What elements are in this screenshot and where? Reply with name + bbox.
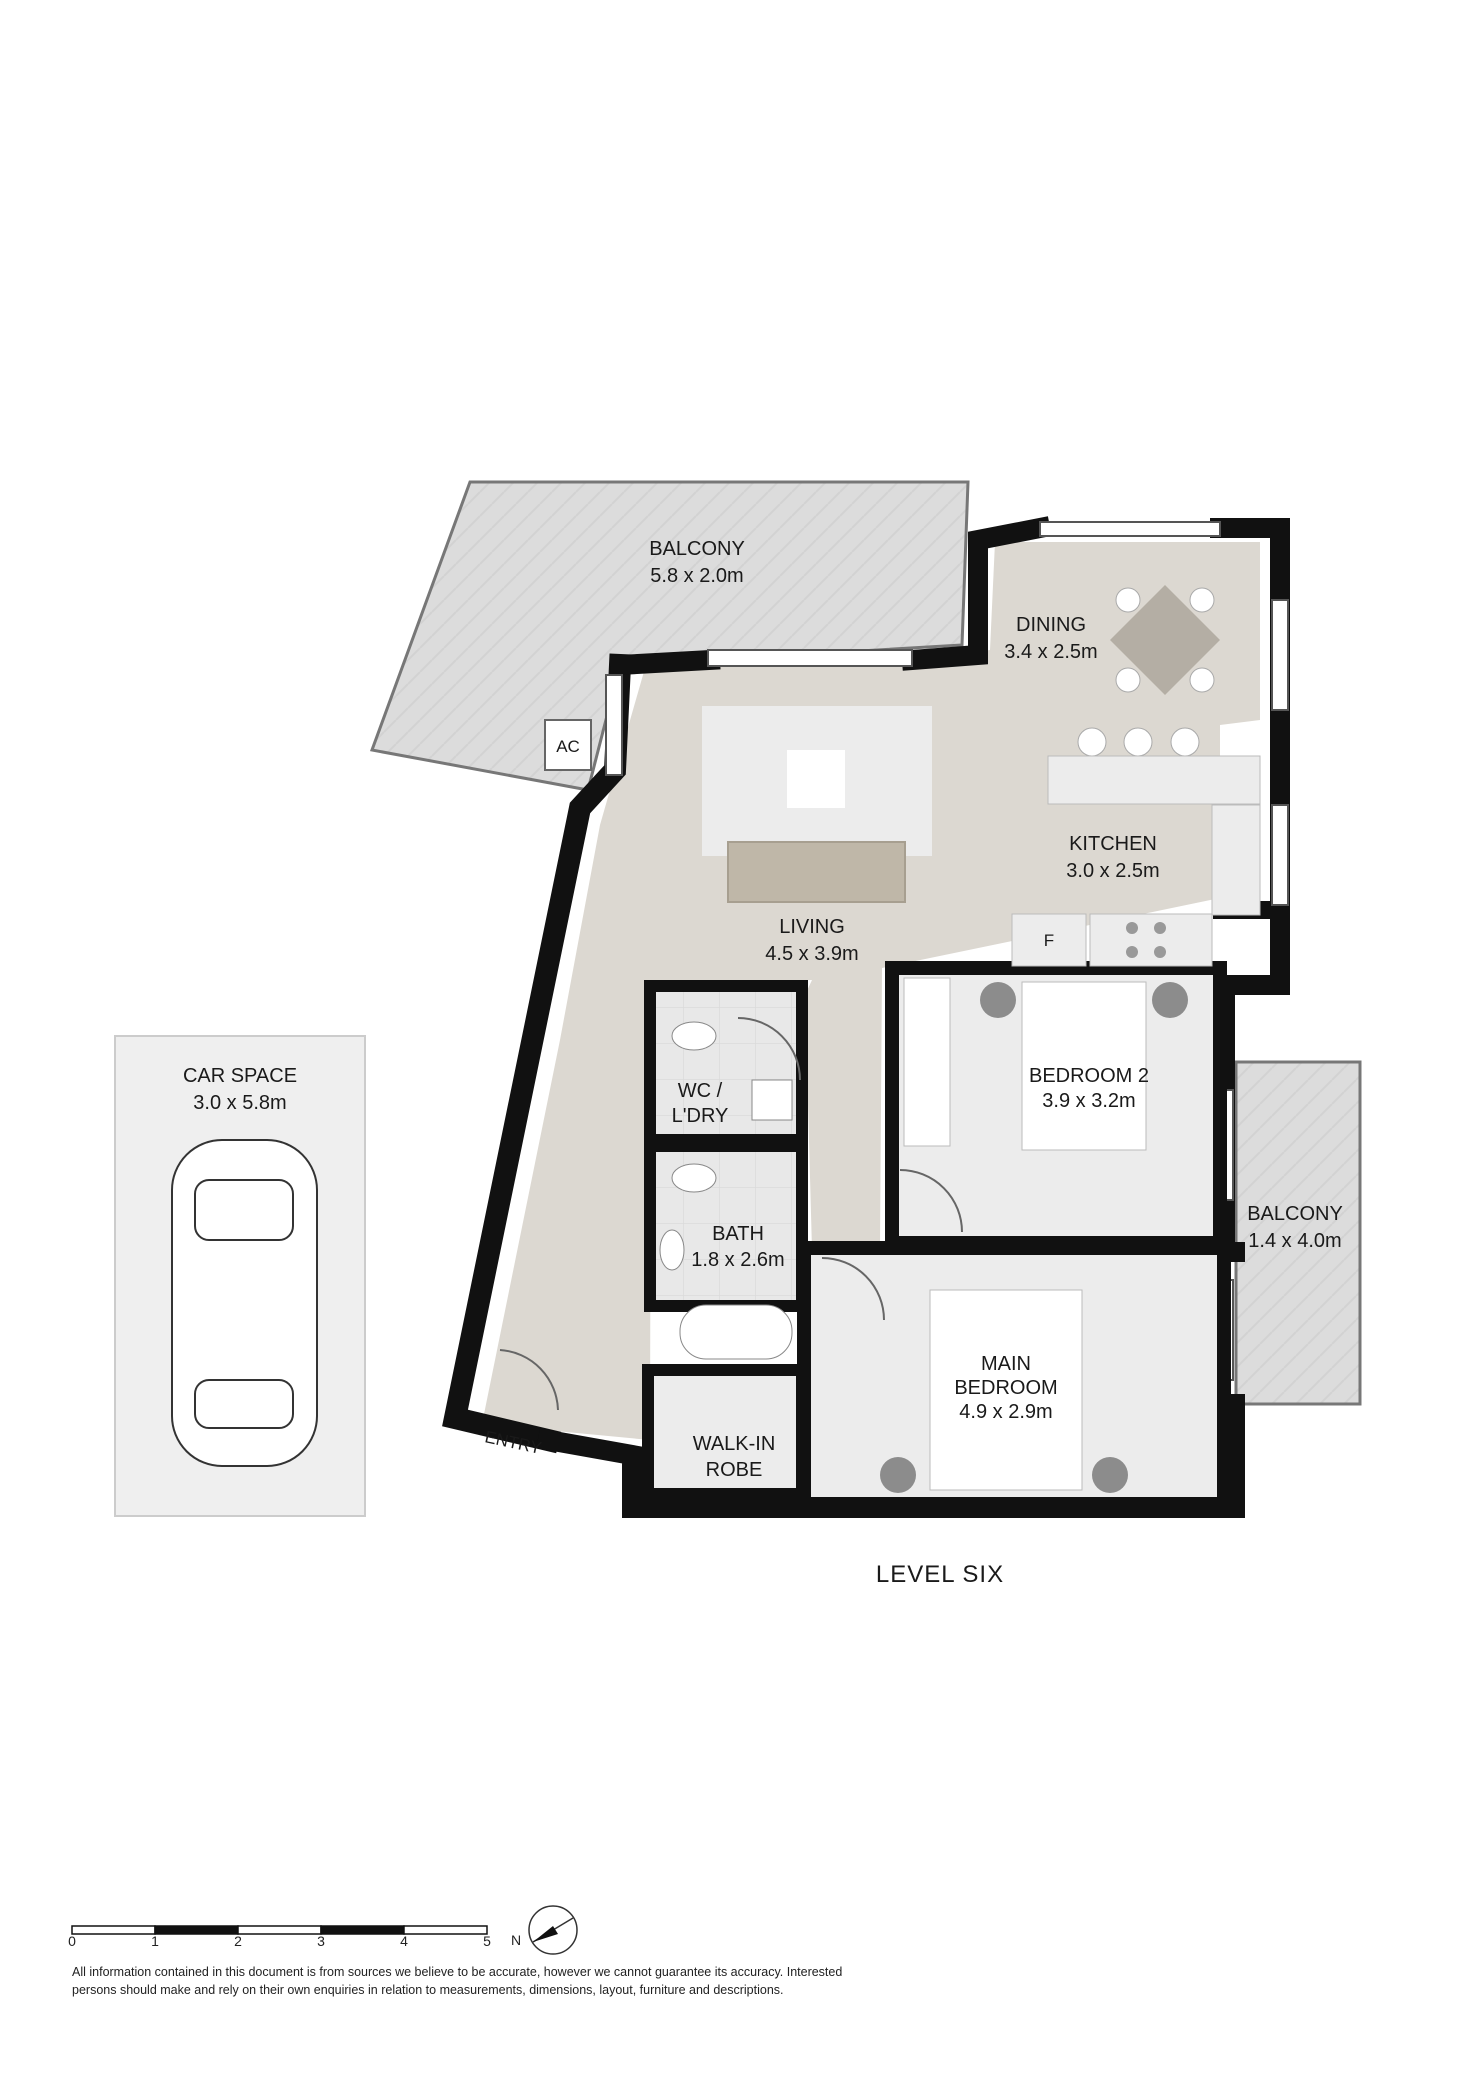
coffee-table — [787, 750, 845, 808]
wc-line2: L'DRY — [672, 1105, 729, 1127]
kitchen-name: KITCHEN — [1069, 833, 1157, 855]
wardrobe-2 — [903, 977, 951, 1147]
car-space-size: 3.0 x 5.8m — [193, 1092, 286, 1114]
cooktop — [1089, 913, 1213, 967]
bedroom2-name: BEDROOM 2 — [1029, 1065, 1149, 1087]
scale-bar: 0 1 2 3 4 5 — [68, 1925, 491, 1949]
ac-label: AC — [556, 737, 580, 756]
bed-2 — [1021, 981, 1147, 1151]
disclaimer: All information contained in this docume… — [72, 1963, 872, 1999]
walk-in-robe-line1: WALK-IN — [693, 1433, 776, 1455]
balcony-main-name: BALCONY — [649, 538, 745, 560]
scale-tick-label: 0 — [68, 1933, 76, 1949]
scale-tick-label: 1 — [151, 1933, 159, 1949]
scale-tick-label: 2 — [234, 1933, 242, 1949]
dining-name: DINING — [1016, 614, 1086, 636]
main-bed — [929, 1289, 1083, 1491]
fridge — [1011, 913, 1087, 967]
bedroom2-size: 3.9 x 3.2m — [1042, 1090, 1135, 1112]
sofa — [727, 841, 906, 903]
bathtub — [679, 1304, 793, 1360]
living-size: 4.5 x 3.9m — [765, 943, 858, 965]
car-icon — [171, 1139, 318, 1467]
compass-icon: N — [511, 1905, 578, 1955]
kitchen-size: 3.0 x 2.5m — [1066, 860, 1159, 882]
main-bedroom-line1: MAIN — [981, 1353, 1031, 1375]
disclaimer-line1: All information contained in this docume… — [72, 1965, 843, 1979]
kitchen-bench — [1047, 755, 1261, 805]
scale-tick-label: 5 — [483, 1933, 491, 1949]
level-label: LEVEL SIX — [876, 1561, 1004, 1588]
balcony-side-floor — [1234, 1060, 1362, 1406]
car-space-name: CAR SPACE — [183, 1065, 297, 1087]
main-bedroom-line2: BEDROOM — [954, 1377, 1057, 1399]
furniture — [499, 585, 1261, 1493]
kitchen-sink-bench — [1211, 804, 1261, 916]
scale-tick-label: 3 — [317, 1933, 325, 1949]
ac-unit — [544, 719, 592, 771]
scale-tick-label: 4 — [400, 1933, 408, 1949]
living-name: LIVING — [779, 916, 845, 938]
dining-table — [1110, 585, 1220, 695]
room-labels: BALCONY 5.8 x 2.0m DINING 3.4 x 2.5m KIT… — [183, 538, 1343, 1588]
disclaimer-line2: persons should make and rely on their ow… — [72, 1983, 784, 1997]
dining-size: 3.4 x 2.5m — [1004, 641, 1097, 663]
main-bedroom-size: 4.9 x 2.9m — [959, 1401, 1052, 1423]
balcony-main-size: 5.8 x 2.0m — [650, 565, 743, 587]
bath-name: BATH — [712, 1223, 764, 1245]
balcony-side-size: 1.4 x 4.0m — [1248, 1230, 1341, 1252]
balcony-side-name: BALCONY — [1247, 1203, 1343, 1225]
wc-line1: WC / — [678, 1080, 723, 1102]
bath-size: 1.8 x 2.6m — [691, 1249, 784, 1271]
compass-label: N — [511, 1932, 521, 1948]
walk-in-robe-line2: ROBE — [706, 1459, 763, 1481]
fridge-label: F — [1044, 931, 1054, 950]
